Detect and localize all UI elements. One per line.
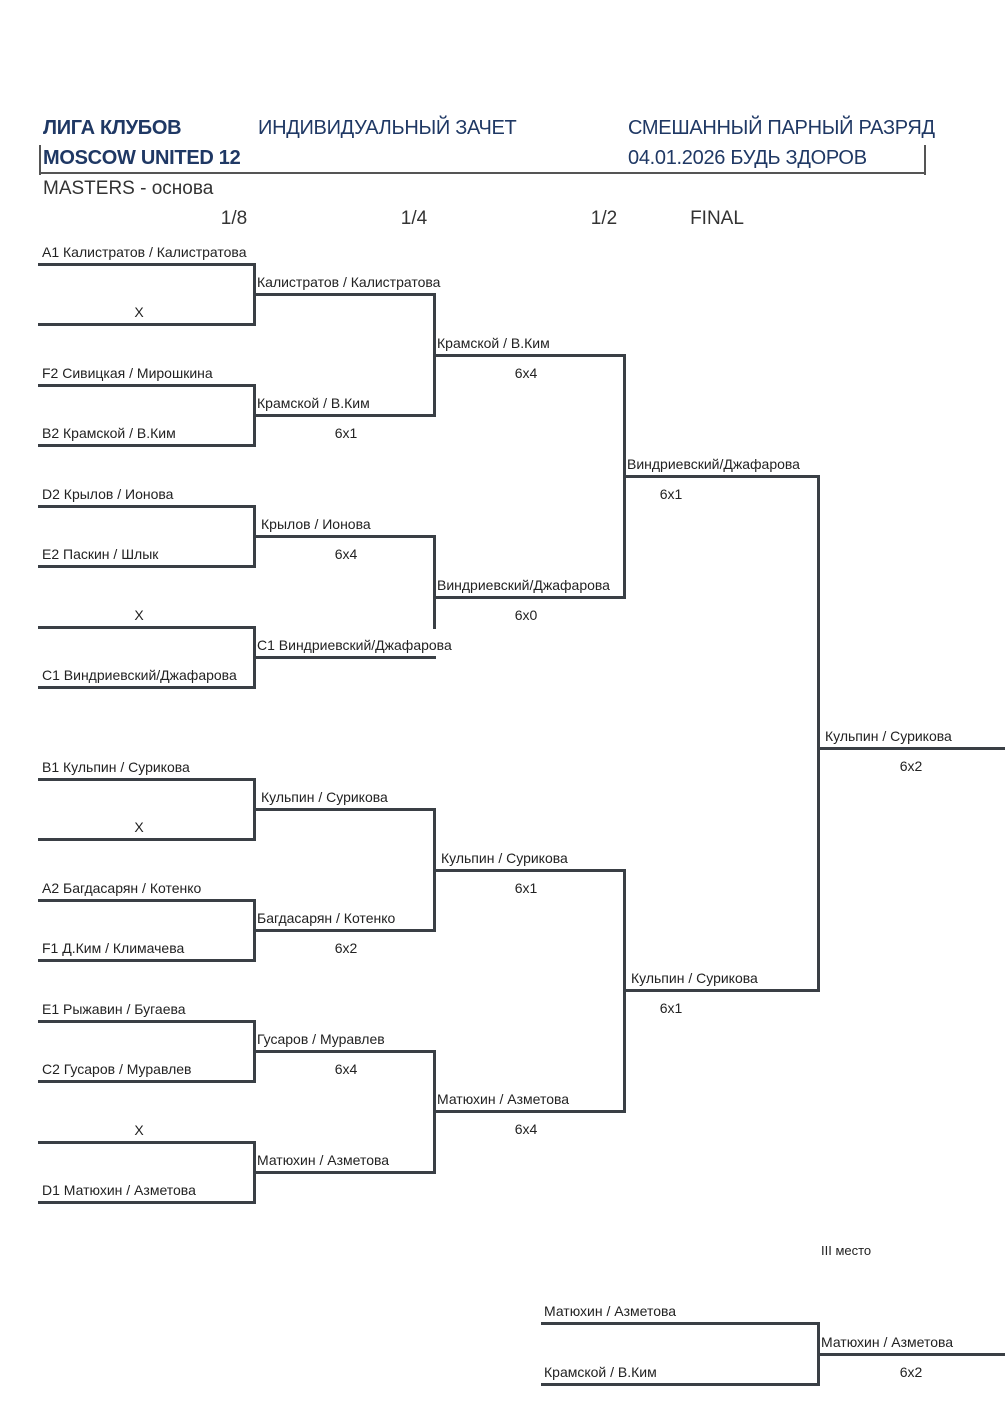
qf-entry: Матюхин / Азметова xyxy=(257,1152,390,1168)
qf-line xyxy=(254,293,436,296)
qf-line xyxy=(254,808,436,811)
final-entry: Виндриевский/Джафарова xyxy=(627,456,800,472)
third-place-title: III место xyxy=(821,1243,872,1258)
r16-entry: A2 Багдасарян / Котенко xyxy=(42,880,202,896)
category-label: MASTERS - основа xyxy=(43,178,214,199)
qf-score: 6х4 xyxy=(334,1061,358,1077)
r16-line xyxy=(38,686,256,689)
sf-line xyxy=(434,354,626,357)
r16-line xyxy=(38,565,256,568)
r16-line xyxy=(38,838,256,841)
champion: Кульпин / Сурикова xyxy=(825,728,952,744)
r16-line xyxy=(38,1141,256,1144)
event-type: ИНДИВИДУАЛЬНЫЙ ЗАЧЕТ xyxy=(258,117,517,139)
r16-line xyxy=(38,384,256,387)
sf-score: 6х0 xyxy=(514,607,538,623)
qf-entry: Багдасарян / Котенко xyxy=(257,910,396,926)
third-place-line xyxy=(541,1322,820,1325)
qf-line xyxy=(254,1171,436,1174)
r16-bye: X xyxy=(134,304,144,320)
sf-score: 6х4 xyxy=(514,1121,538,1137)
qf-line xyxy=(254,414,436,417)
final-line xyxy=(624,475,820,478)
qf-line xyxy=(254,656,436,659)
r16-entry: C2 Гусаров / Муравлев xyxy=(42,1061,192,1077)
tournament-name: MOSCOW UNITED 12 xyxy=(43,147,241,169)
r16-line xyxy=(38,778,256,781)
r16-entry: F1 Д.Ким / Климачева xyxy=(42,940,185,956)
sf-entry: Виндриевский/Джафарова xyxy=(437,577,610,593)
header-border-bottom xyxy=(39,172,926,174)
final-score: 6х1 xyxy=(659,486,683,502)
r16-line xyxy=(38,505,256,508)
qf-entry: Калистратов / Калистратова xyxy=(257,274,441,290)
qf-line xyxy=(254,535,436,538)
r16-entry: C1 Виндриевский/Джафарова xyxy=(42,667,237,683)
r16-bye: X xyxy=(134,607,144,623)
final-line xyxy=(624,989,820,992)
r16-line xyxy=(38,263,256,266)
r16-entry: E1 Рыжавин / Бугаева xyxy=(42,1001,186,1017)
qf-entry: С1 Виндриевский/Джафарова xyxy=(257,637,452,653)
r16-line xyxy=(38,1201,256,1204)
r16-line xyxy=(38,626,256,629)
third-place-line xyxy=(541,1383,820,1386)
third-place-score: 6х2 xyxy=(899,1364,923,1380)
sf-entry: Крамской / В.Ким xyxy=(437,335,550,351)
sf-score: 6х4 xyxy=(514,365,538,381)
qf-line xyxy=(254,1050,436,1053)
sf-line xyxy=(434,1110,626,1113)
r16-line xyxy=(38,323,256,326)
winner-line xyxy=(818,747,1005,750)
qf-line xyxy=(254,929,436,932)
final-entry: Кульпин / Сурикова xyxy=(631,970,758,986)
r16-entry: B1 Кульпин / Сурикова xyxy=(42,759,190,775)
r16-entry: D2 Крылов / Ионова xyxy=(42,486,174,502)
third-place-winner: Матюхин / Азметова xyxy=(821,1334,954,1350)
qf-entry: Гусаров / Муравлев xyxy=(257,1031,385,1047)
r16-line xyxy=(38,1020,256,1023)
sf-score: 6х1 xyxy=(514,880,538,896)
qf-score: 6х2 xyxy=(334,940,358,956)
sf-line xyxy=(434,596,626,599)
league-title: ЛИГА КЛУБОВ xyxy=(43,117,182,139)
final-score: 6х1 xyxy=(659,1000,683,1016)
qf-entry: Кульпин / Сурикова xyxy=(261,789,388,805)
third-place-entry: Крамской / В.Ким xyxy=(544,1364,657,1380)
round-label-final: FINAL xyxy=(690,208,744,229)
third-place-entry: Матюхин / Азметова xyxy=(544,1303,677,1319)
round-label-sf: 1/2 xyxy=(590,208,618,229)
bracket-connector xyxy=(817,475,820,992)
sf-entry: Матюхин / Азметова xyxy=(437,1091,570,1107)
champion-score: 6х2 xyxy=(899,758,923,774)
r16-bye: X xyxy=(134,1122,144,1138)
round-label-qf: 1/4 xyxy=(400,208,428,229)
sf-line xyxy=(434,869,626,872)
discipline: СМЕШАННЫЙ ПАРНЫЙ РАЗРЯД xyxy=(628,117,935,139)
header-border-left xyxy=(39,145,41,175)
r16-line xyxy=(38,959,256,962)
date-venue: 04.01.2026 БУДЬ ЗДОРОВ xyxy=(628,147,867,169)
r16-entry: A1 Калистратов / Калистратова xyxy=(42,244,247,260)
qf-score: 6х4 xyxy=(334,546,358,562)
r16-line xyxy=(38,899,256,902)
r16-entry: B2 Крамской / В.Ким xyxy=(42,425,176,441)
r16-bye: X xyxy=(134,819,144,835)
qf-entry: Крылов / Ионова xyxy=(261,516,371,532)
r16-entry: F2 Сивицкая / Мирошкина xyxy=(42,365,213,381)
bracket-connector xyxy=(433,535,436,629)
round-label-r16: 1/8 xyxy=(220,208,248,229)
header-border-right xyxy=(924,145,926,175)
qf-score: 6х1 xyxy=(334,425,358,441)
r16-entry: D1 Матюхин / Азметова xyxy=(42,1182,196,1198)
r16-entry: E2 Паскин / Шлык xyxy=(42,546,159,562)
r16-line xyxy=(38,444,256,447)
third-place-winner-line xyxy=(818,1353,1005,1356)
r16-line xyxy=(38,1080,256,1083)
sf-entry: Кульпин / Сурикова xyxy=(441,850,568,866)
qf-entry: Крамской / В.Ким xyxy=(257,395,370,411)
